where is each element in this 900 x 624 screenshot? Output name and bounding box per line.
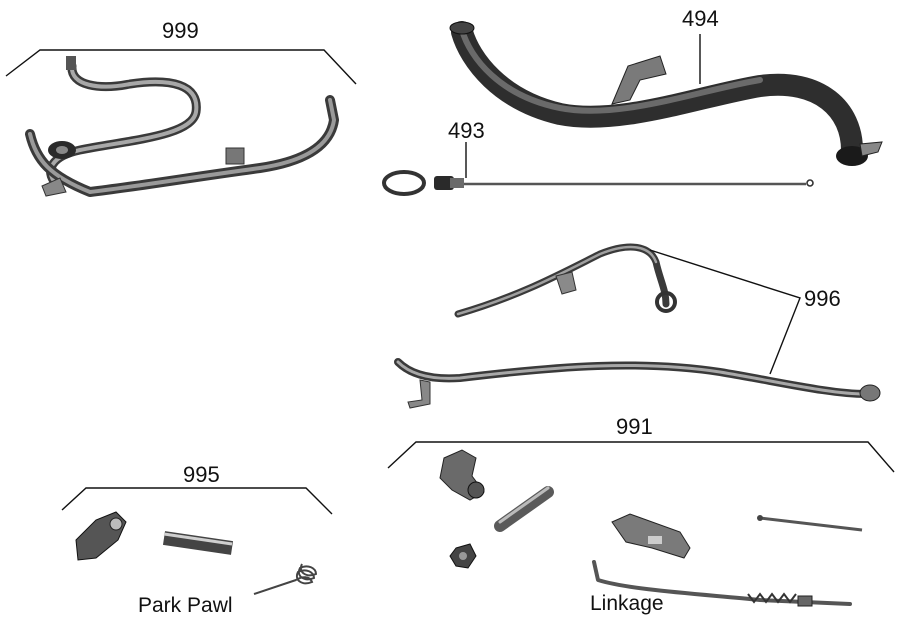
caption-park-pawl: Park Pawl [138,594,233,617]
label-995: 995 [183,462,220,487]
part-494: 494 [449,6,883,166]
group-999: 999 [5,18,357,197]
part-493: 493 [382,118,814,196]
bracket-995 [61,487,333,515]
bracket-991 [387,441,895,473]
label-991: 991 [616,414,653,439]
caption-linkage: Linkage [590,592,664,615]
group-995: 995 Park Pawl [61,462,333,617]
group-991: 991 Linkage [387,414,895,615]
tube-assembly-999 [25,56,339,197]
label-493: 493 [448,118,485,143]
label-996: 996 [804,286,841,311]
bracket-999 [5,49,357,85]
label-999: 999 [162,18,199,43]
group-996: 996 [394,243,881,409]
leader-996 [649,249,801,375]
label-494: 494 [682,6,719,31]
